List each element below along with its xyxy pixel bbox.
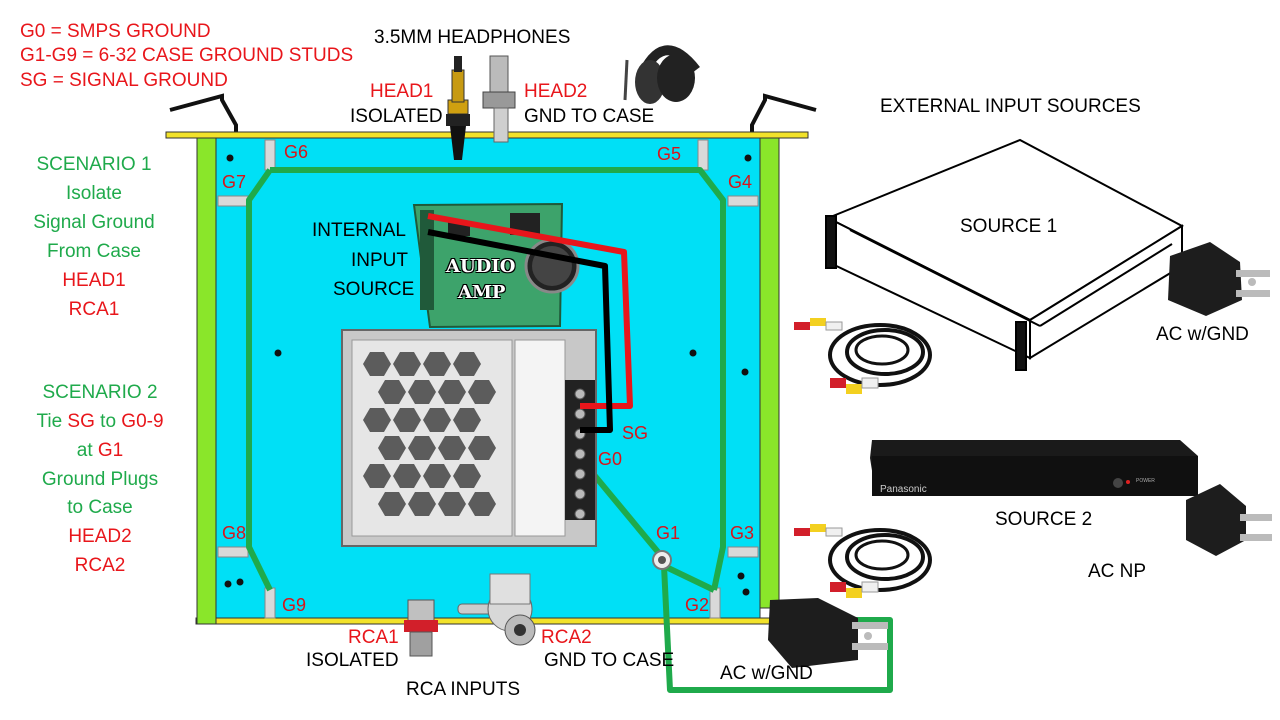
plug-ground-wire bbox=[661, 565, 893, 693]
amp-label-line1: AUDIO bbox=[446, 256, 516, 277]
label-sg: SG bbox=[622, 423, 649, 443]
left-side-wall bbox=[196, 137, 217, 625]
rca2-jack bbox=[457, 573, 536, 646]
label-g5: G5 bbox=[657, 144, 682, 164]
head2-note: GND TO CASE bbox=[524, 106, 655, 127]
right-side-wall bbox=[759, 137, 780, 609]
ground-loop-wire bbox=[246, 167, 726, 592]
label-g6: G6 bbox=[284, 142, 309, 162]
headphones-image bbox=[623, 45, 700, 104]
internal-source-line2: INPUT bbox=[351, 250, 408, 271]
scenario2-line3: Ground Plugs bbox=[41, 469, 159, 490]
scenario2-line4: to Case bbox=[67, 497, 133, 518]
signal-ground-wire bbox=[427, 229, 613, 433]
case-top-rail bbox=[165, 131, 809, 139]
legend-g1-g9: G1-G9 = 6-32 CASE GROUND STUDS bbox=[20, 45, 354, 66]
rca2-label: RCA2 bbox=[541, 627, 592, 648]
scenario1-rca: RCA1 bbox=[68, 299, 120, 320]
amp-label-line2: AMP bbox=[458, 282, 506, 303]
g0-g1-wire bbox=[587, 468, 661, 554]
scenario2-title: SCENARIO 2 bbox=[42, 382, 158, 403]
head2-jack bbox=[482, 55, 516, 143]
case-bottom-rail bbox=[195, 617, 781, 625]
scenario1-line1: Isolate bbox=[66, 183, 122, 204]
ground-studs bbox=[217, 139, 759, 619]
label-g3: G3 bbox=[730, 523, 755, 543]
headphones-title: 3.5MM HEADPHONES bbox=[374, 27, 571, 48]
head1-note: ISOLATED bbox=[350, 106, 443, 127]
source2-plug-label: AC NP bbox=[1088, 561, 1147, 582]
label-g2: G2 bbox=[685, 595, 710, 615]
label-g7: G7 bbox=[222, 172, 247, 192]
source2-label: SOURCE 2 bbox=[995, 509, 1093, 530]
rca1-note: ISOLATED bbox=[306, 650, 399, 671]
rca-inputs-title: RCA INPUTS bbox=[406, 679, 521, 700]
scenario1-head: HEAD1 bbox=[62, 270, 126, 291]
scenario2-line2: at G1 bbox=[76, 440, 124, 461]
top-left-bracket bbox=[169, 93, 238, 136]
external-sources-title: EXTERNAL INPUT SOURCES bbox=[880, 96, 1141, 117]
scenario1-line3: From Case bbox=[47, 241, 141, 262]
mounting-holes bbox=[224, 154, 752, 596]
smps-power-supply bbox=[341, 329, 597, 547]
internal-source-line1: INTERNAL bbox=[312, 220, 406, 241]
rca2-note: GND TO CASE bbox=[544, 650, 675, 671]
scenario2-head: HEAD2 bbox=[68, 526, 132, 547]
rca-cable-2 bbox=[794, 524, 932, 598]
rca1-jack bbox=[404, 599, 438, 657]
head1-label: HEAD1 bbox=[370, 81, 434, 102]
scenario1-line2: Signal Ground bbox=[33, 212, 155, 233]
chassis-ac-plug bbox=[768, 598, 888, 668]
label-g9: G9 bbox=[282, 595, 307, 615]
source2-ac-plug bbox=[1186, 484, 1272, 556]
power-label: POWER bbox=[1136, 478, 1155, 484]
scenario2-line1: Tie SG to G0-9 bbox=[36, 411, 164, 432]
source2-player bbox=[870, 440, 1198, 496]
label-g8: G8 bbox=[222, 523, 247, 543]
panasonic-logo: Panasonic bbox=[880, 484, 927, 495]
source1-ac-plug bbox=[1168, 242, 1270, 316]
g1-g2-wire bbox=[662, 563, 716, 593]
rca1-label: RCA1 bbox=[348, 627, 399, 648]
label-g0: G0 bbox=[598, 449, 623, 469]
legend-g0: G0 = SMPS GROUND bbox=[20, 21, 211, 42]
internal-source-line3: SOURCE bbox=[333, 279, 415, 300]
signal-positive-wire bbox=[427, 213, 633, 409]
legend-sg: SG = SIGNAL GROUND bbox=[20, 70, 228, 91]
rca-cable-1 bbox=[794, 318, 932, 394]
head1-jack bbox=[446, 56, 470, 160]
source1-chassis bbox=[825, 138, 1185, 371]
label-g1: G1 bbox=[656, 523, 681, 543]
head2-label: HEAD2 bbox=[524, 81, 588, 102]
scenario2-rca: RCA2 bbox=[74, 555, 126, 576]
source1-plug-label: AC w/GND bbox=[1156, 324, 1249, 345]
label-g4: G4 bbox=[728, 172, 753, 192]
scenario1-title: SCENARIO 1 bbox=[36, 154, 152, 175]
top-right-bracket bbox=[750, 93, 817, 136]
chassis-plug-label: AC w/GND bbox=[720, 663, 813, 684]
source1-label: SOURCE 1 bbox=[960, 216, 1058, 237]
